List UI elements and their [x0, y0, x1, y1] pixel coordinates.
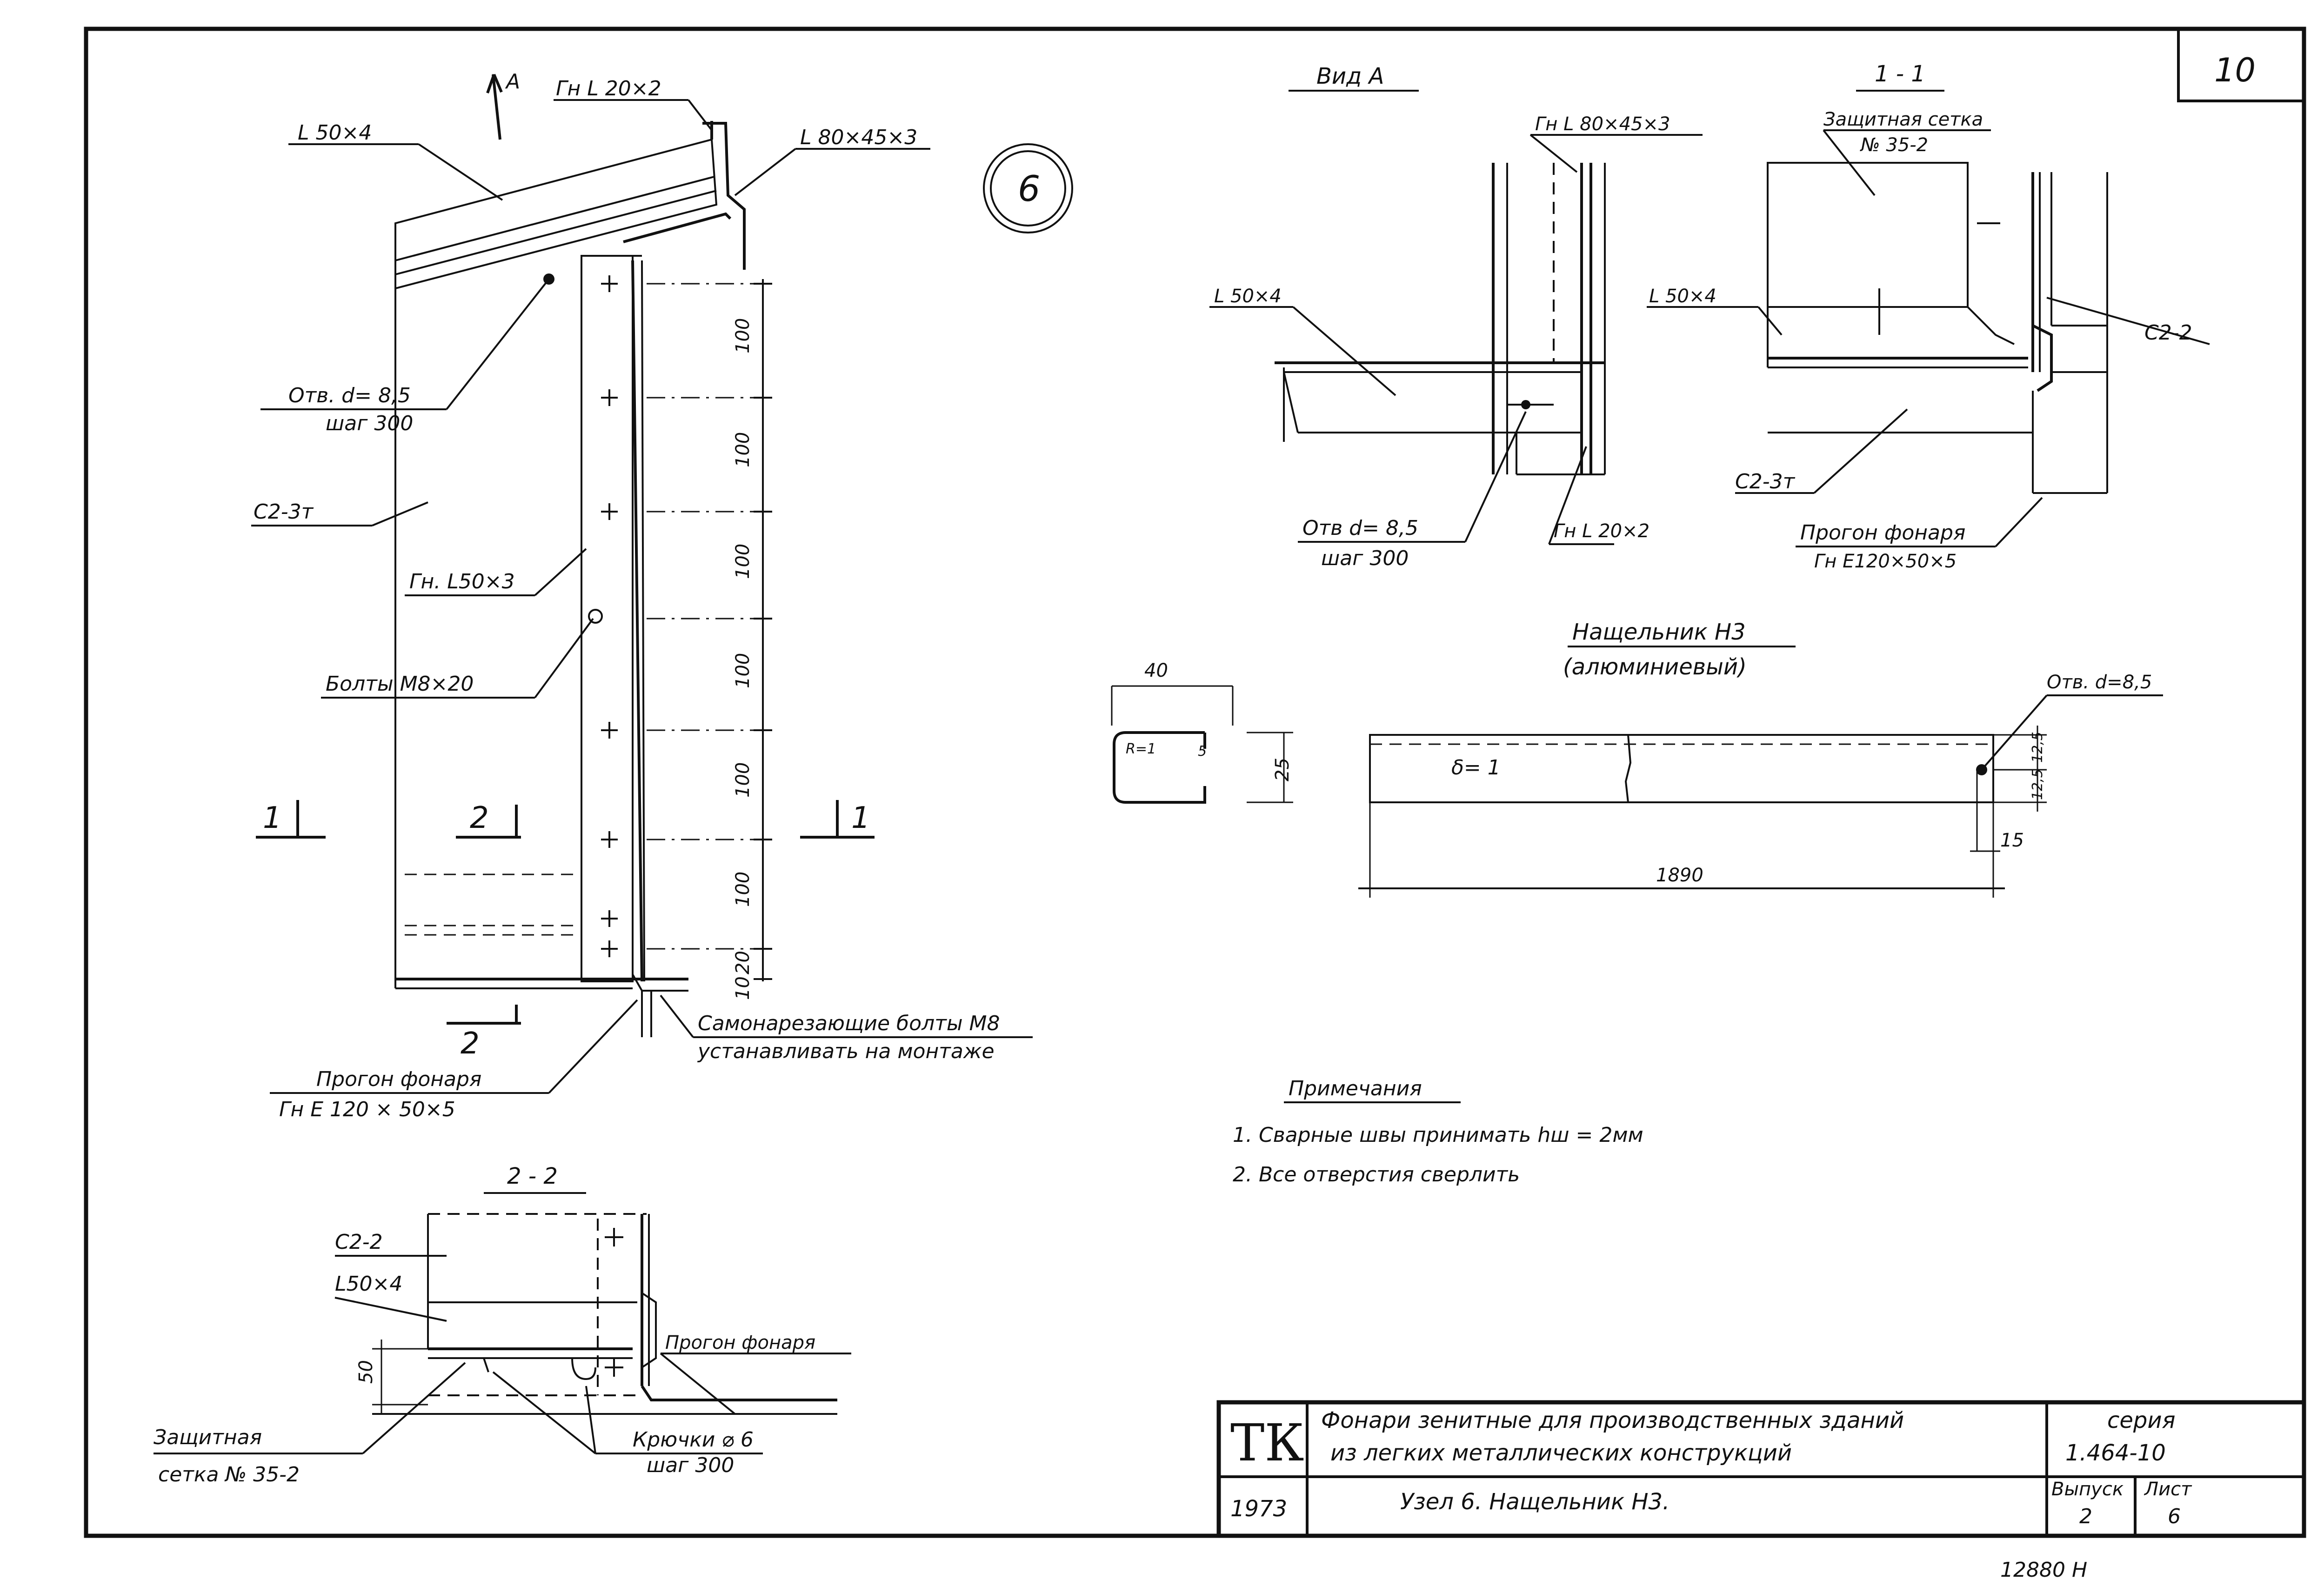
section-1-1: 1 - 1 Защитная сетка	[1647, 61, 2210, 572]
view-a-label-gn-l80: Гн L 80×45×3	[1535, 113, 1670, 135]
section-1-1-label-l50x4: L 50×4	[1649, 286, 1716, 307]
dim-100-4: 100	[732, 653, 754, 688]
label-hole: Отв. d= 8,5	[288, 384, 411, 407]
mesh-area	[1767, 162, 1969, 308]
label-l80x45x3: L 80×45×3	[800, 126, 917, 149]
sheet-label: Лист	[2144, 1479, 2192, 1500]
section-1-1-title: 1 - 1	[1875, 61, 1925, 87]
label-purlin-profile: Гн Е 120 × 50×5	[279, 1098, 455, 1121]
flashing-dim-d1: 12,5	[2030, 732, 2046, 763]
main-view: 100 100 100 100 100 100 20 10 A 1	[251, 70, 1033, 1121]
sheet-number: 10	[2214, 51, 2256, 89]
label-gn-l20x2: Гн L 20×2	[556, 77, 661, 100]
flashing-hole: Отв. d=8,5	[2047, 672, 2152, 693]
label-panel: С2-3т	[254, 500, 314, 524]
label-hole-step: шаг 300	[326, 412, 413, 435]
svg-text:2: 2	[461, 1026, 480, 1061]
series-value: 1.464-10	[2065, 1440, 2166, 1466]
series-label: серия	[2107, 1407, 2175, 1433]
dim-100-5: 100	[732, 762, 754, 798]
node-mark: 6	[983, 143, 1073, 233]
view-a-title: Вид А	[1316, 63, 1384, 89]
section-2-2-label-purlin: Прогон фонаря	[665, 1332, 815, 1353]
flashing-subtitle: (алюминиевый)	[1563, 654, 1747, 680]
section-1-1-label-c22: С2-2	[2144, 321, 2192, 345]
label-l50x4: L 50×4	[298, 121, 372, 145]
dim-100-2: 100	[732, 432, 754, 467]
view-a-label-l50x4: L 50×4	[1214, 286, 1282, 307]
section-1-1-label-mesh: Защитная сетка	[1823, 109, 1983, 130]
node-title: Узел 6. Нащельник Н3.	[1400, 1489, 1670, 1515]
issue-label: Выпуск	[2051, 1479, 2124, 1500]
dim-20: 20	[732, 951, 754, 974]
flashing-dim-lip: 5	[1198, 743, 1207, 760]
sheet-frame: 10	[84, 27, 2306, 1538]
section-mark-1-left: 1	[256, 800, 326, 839]
section-2-2-label-mesh1: Защитная	[154, 1426, 262, 1449]
flashing-radius: R=1	[1126, 741, 1156, 757]
sheet-value: 6	[2168, 1505, 2181, 1528]
bolt-marks	[588, 275, 618, 957]
section-mark-2-top: 2	[456, 801, 521, 839]
dim-10: 10	[732, 976, 754, 1000]
section-2-2-label-c22: С2-2	[335, 1230, 383, 1254]
section-mark-1-right: 1	[800, 800, 875, 839]
flashing-title: Нащельник Н3	[1572, 619, 1746, 645]
note-item-1: 1. Сварные швы принимать hш = 2мм	[1233, 1123, 1643, 1147]
notes-title: Примечания	[1289, 1077, 1422, 1100]
inventory-number: 12880 Н	[2000, 1558, 2087, 1582]
label-install: устанавливать на монтаже	[697, 1040, 995, 1063]
section-mark-2-bottom: 2	[447, 1005, 521, 1061]
note-item-2: 2. Все отверстия сверлить	[1233, 1163, 1520, 1186]
flashing-thickness: δ= 1	[1451, 756, 1501, 780]
section-2-2-title: 2 - 2	[507, 1163, 558, 1189]
year: 1973	[1230, 1496, 1287, 1522]
flashing-dim-width: 40	[1144, 660, 1168, 681]
label-gn-l50x3: Гн. L50×3	[409, 570, 515, 593]
section-2-2-label-hooks-step: шаг 300	[647, 1453, 734, 1477]
label-purlin: Прогон фонаря	[316, 1067, 481, 1091]
svg-text:2: 2	[470, 801, 489, 835]
svg-text:1: 1	[851, 801, 870, 835]
dim-100-3: 100	[732, 544, 754, 579]
section-1-1-label-purlin-profile: Гн Е120×50×5	[1814, 551, 1957, 572]
section-1-1-label-purlin: Прогон фонаря	[1800, 521, 1965, 545]
flashing-h3: Нащельник Н3 (алюминиевый) 40 25 R=1 5 δ…	[1111, 619, 2163, 898]
label-self-tapping: Самонарезающие болты М8	[698, 1012, 1000, 1035]
section-2-2-label-hooks: Крючки ⌀ 6	[633, 1428, 754, 1452]
notes: Примечания 1. Сварные швы принимать hш =…	[1233, 1077, 1643, 1186]
flashing-dim-d2: 12,5	[2030, 769, 2046, 800]
issue-value: 2	[2079, 1505, 2092, 1528]
node-mark-label: 6	[1018, 168, 1040, 209]
title-line-1: Фонари зенитные для производственных зда…	[1321, 1407, 1904, 1433]
view-a-label-hole-step: шаг 300	[1321, 547, 1409, 570]
section-2-2-label-l50x4: L50×4	[335, 1272, 402, 1296]
tk-logo: ТК	[1230, 1413, 1304, 1473]
view-a: Вид А Гн L 80×45×3 L 50×4 Отв d= 8,5	[1209, 63, 1703, 570]
view-a-label-gn-l20x2: Гн L 20×2	[1554, 520, 1650, 542]
section-1-1-label-mesh-no: № 35-2	[1860, 134, 1928, 156]
section-1-1-label-c23: С2-3т	[1735, 470, 1796, 493]
title-block: ТК Фонари зенитные для производственных …	[1216, 1400, 2306, 1538]
svg-text:1: 1	[263, 801, 282, 835]
section-2-2: 2 - 2 50 С2-2 L50×4 П	[154, 1163, 851, 1486]
dim-100-1: 100	[732, 318, 754, 353]
dim-100-6: 100	[732, 872, 754, 907]
flashing-dim-height: 25	[1272, 758, 1293, 781]
section-2-2-label-mesh2: сетка № 35-2	[158, 1463, 300, 1486]
label-bolts: Болты М8×20	[326, 672, 474, 696]
view-a-label-hole: Отв d= 8,5	[1302, 516, 1418, 540]
section-2-2-dim-50: 50	[355, 1360, 377, 1384]
flashing-dim-length: 1890	[1656, 865, 1703, 886]
flashing-dim-edge: 15	[2000, 830, 2024, 851]
title-line-2: из легких металлических конструкций	[1330, 1440, 1792, 1466]
view-arrow-label: A	[505, 70, 520, 93]
